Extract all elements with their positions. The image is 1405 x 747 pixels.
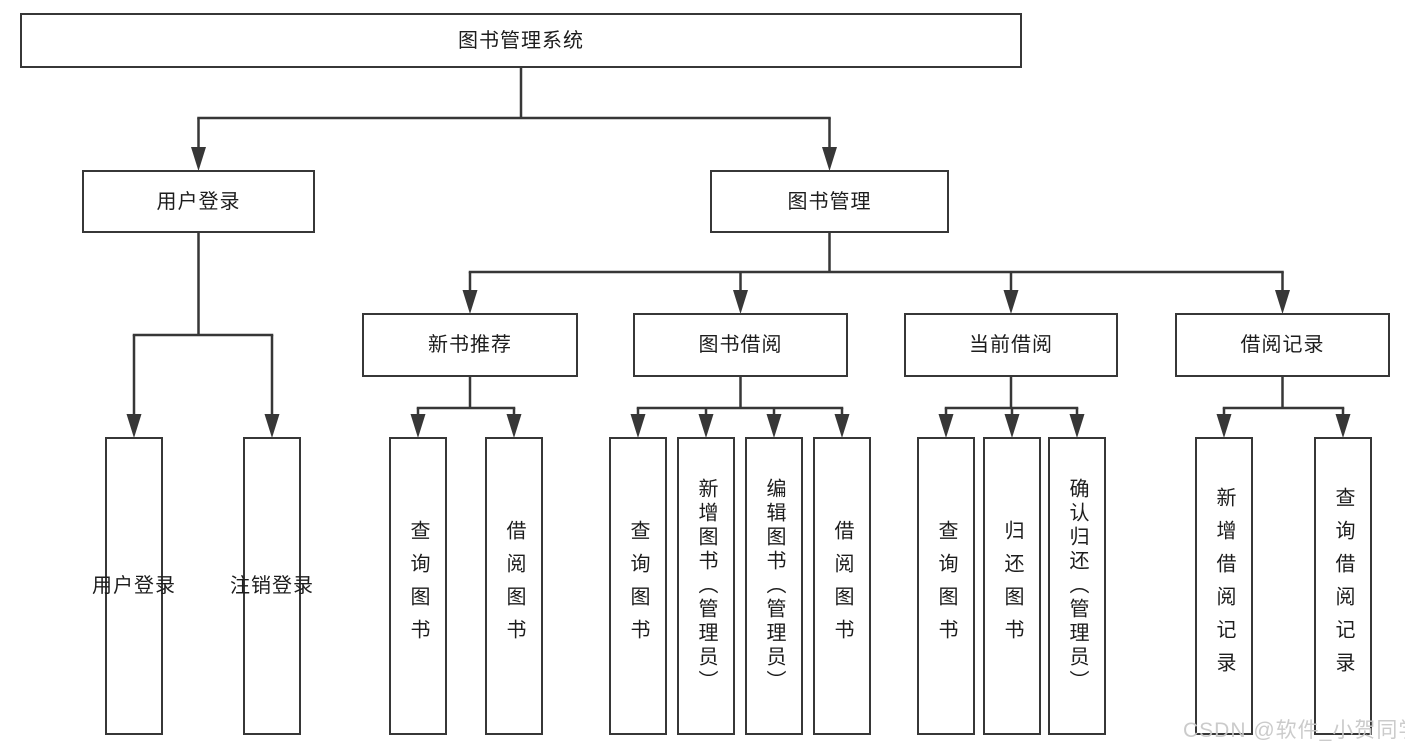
node-logout-leaf: 注销登录 (230, 437, 313, 735)
node-root: 图书管理系统 (20, 13, 1022, 68)
node-label: 新增借阅记录 (1213, 487, 1235, 685)
node-label: 借阅记录 (1240, 334, 1325, 356)
node-label: 用户登录 (92, 575, 176, 597)
watermark-text: CSDN @软件_小贺同学 (1183, 719, 1405, 742)
node-bb-add-book: 新增图书（管理员） (677, 437, 735, 735)
node-bb-query-book: 查询图书 (609, 437, 667, 735)
node-label: 新增图书（管理员） (695, 478, 717, 694)
node-cb-confirm-return: 确认归还（管理员） (1048, 437, 1106, 735)
node-label: 查询图书 (407, 520, 429, 652)
node-book-borrow: 图书借阅 (633, 313, 848, 377)
node-current-borrow: 当前借阅 (904, 313, 1118, 377)
node-label: 查询借阅记录 (1332, 487, 1354, 685)
node-label: 用户登录 (156, 190, 241, 213)
node-label: 查询图书 (935, 520, 957, 652)
node-bb-borrow-book: 借阅图书 (813, 437, 871, 735)
node-label: 归还图书 (1001, 520, 1023, 652)
node-book-mgmt: 图书管理 (710, 170, 949, 233)
node-label: 图书借阅 (698, 334, 783, 356)
node-label: 图书管理系统 (458, 29, 584, 52)
node-cb-return-book: 归还图书 (983, 437, 1041, 735)
node-br-add-record: 新增借阅记录 (1195, 437, 1253, 735)
node-new-book-rec: 新书推荐 (362, 313, 578, 377)
node-label: 借阅图书 (503, 520, 525, 652)
node-login-leaf: 用户登录 (92, 437, 175, 735)
node-label: 借阅图书 (831, 520, 853, 652)
node-cb-query-book: 查询图书 (917, 437, 975, 735)
node-rec-borrow-book: 借阅图书 (485, 437, 543, 735)
node-bb-edit-book: 编辑图书（管理员） (745, 437, 803, 735)
node-label: 图书管理 (787, 190, 872, 213)
node-user-login: 用户登录 (82, 170, 315, 233)
node-br-query-record: 查询借阅记录 (1314, 437, 1372, 735)
node-label: 当前借阅 (969, 334, 1053, 356)
node-label: 新书推荐 (428, 334, 512, 356)
node-label: 编辑图书（管理员） (763, 478, 785, 694)
node-borrow-records: 借阅记录 (1175, 313, 1390, 377)
node-label: 查询图书 (627, 520, 649, 652)
node-rec-query-book: 查询图书 (389, 437, 447, 735)
node-label: 注销登录 (230, 575, 314, 597)
node-label: 确认归还（管理员） (1066, 478, 1088, 694)
